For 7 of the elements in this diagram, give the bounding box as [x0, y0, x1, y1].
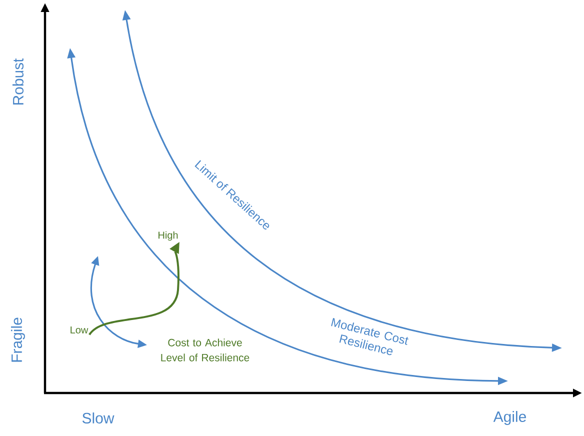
axis-label: Slow [82, 412, 114, 424]
axis-label: Fragile [11, 318, 25, 362]
axis-label: Robust [12, 58, 24, 105]
axis-label: Agile [493, 411, 526, 425]
level-label: Low [70, 326, 88, 334]
level-label: High [158, 231, 178, 241]
caption-text: Cost to Achieve Level of Resilience [161, 338, 250, 362]
